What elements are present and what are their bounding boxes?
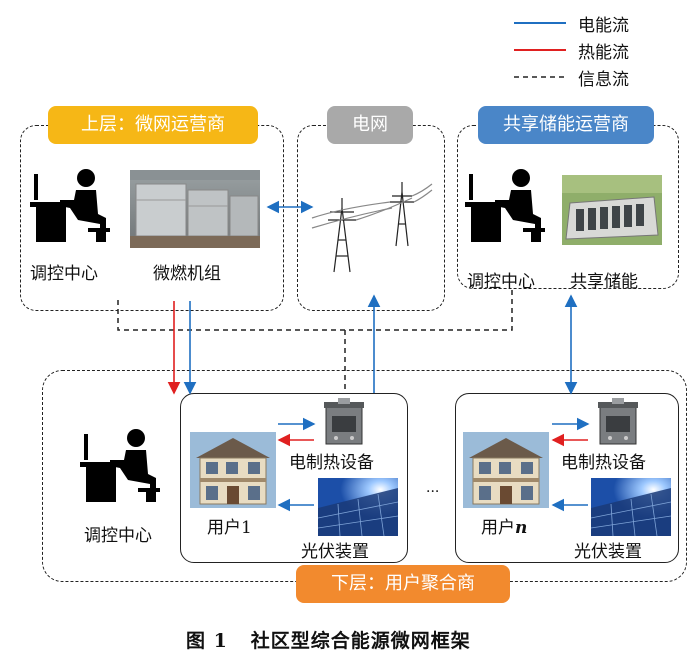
microgrid-operator-tag: 上层：微网运营商 (48, 106, 258, 144)
usern-label: 用户n (481, 513, 527, 538)
legend-info-label: 信息流 (578, 70, 629, 90)
shared-storage-image (562, 175, 662, 245)
storage-control-center-label: 调控中心 (467, 272, 535, 292)
legend-heat-label: 热能流 (578, 43, 629, 63)
user1-index: 1 (241, 518, 252, 538)
lower-control-center-icon (80, 429, 160, 502)
usern-pv-label: 光伏装置 (574, 542, 642, 562)
usern-index: n (515, 518, 528, 538)
usern-prefix: 用户 (481, 518, 515, 538)
users-ellipsis: ··· (426, 484, 440, 500)
legend-graphics (514, 22, 566, 78)
legend-electric-label: 电能流 (578, 16, 629, 36)
shared-storage-label: 共享储能 (570, 272, 638, 292)
power-tower-image (311, 182, 433, 273)
user1-label: 用户1 (207, 513, 252, 538)
upper-control-center-label: 调控中心 (30, 264, 98, 284)
user1-heater-label: 电制热设备 (289, 453, 374, 473)
user1-pv-label: 光伏装置 (301, 542, 369, 562)
user1-prefix: 用户 (207, 518, 241, 538)
upper-control-center-icon (30, 169, 110, 242)
user-aggregator-tag: 下层：用户聚合商 (296, 565, 510, 603)
storage-control-center-icon (465, 169, 545, 242)
figure-title: 社区型综合能源微网框架 (250, 630, 471, 652)
micro-turbine-image (130, 170, 260, 248)
storage-operator-tag: 共享储能运营商 (478, 106, 654, 144)
grid-tag: 电网 (327, 106, 413, 144)
usern-heater-image (598, 398, 638, 445)
usern-house-image (463, 432, 549, 508)
usern-heater-label: 电制热设备 (561, 453, 646, 473)
user1-house-image (190, 432, 276, 508)
figure-number: 图 1 (186, 630, 228, 652)
usern-pv-image (590, 478, 672, 537)
figure-caption: 图 1 社区型综合能源微网框架 (186, 626, 471, 653)
micro-turbine-label: 微燃机组 (153, 264, 221, 284)
lower-control-center-label: 调控中心 (84, 526, 152, 546)
user1-box (180, 393, 408, 563)
user1-heater-image (324, 398, 364, 445)
user1-pv-image (317, 478, 399, 537)
